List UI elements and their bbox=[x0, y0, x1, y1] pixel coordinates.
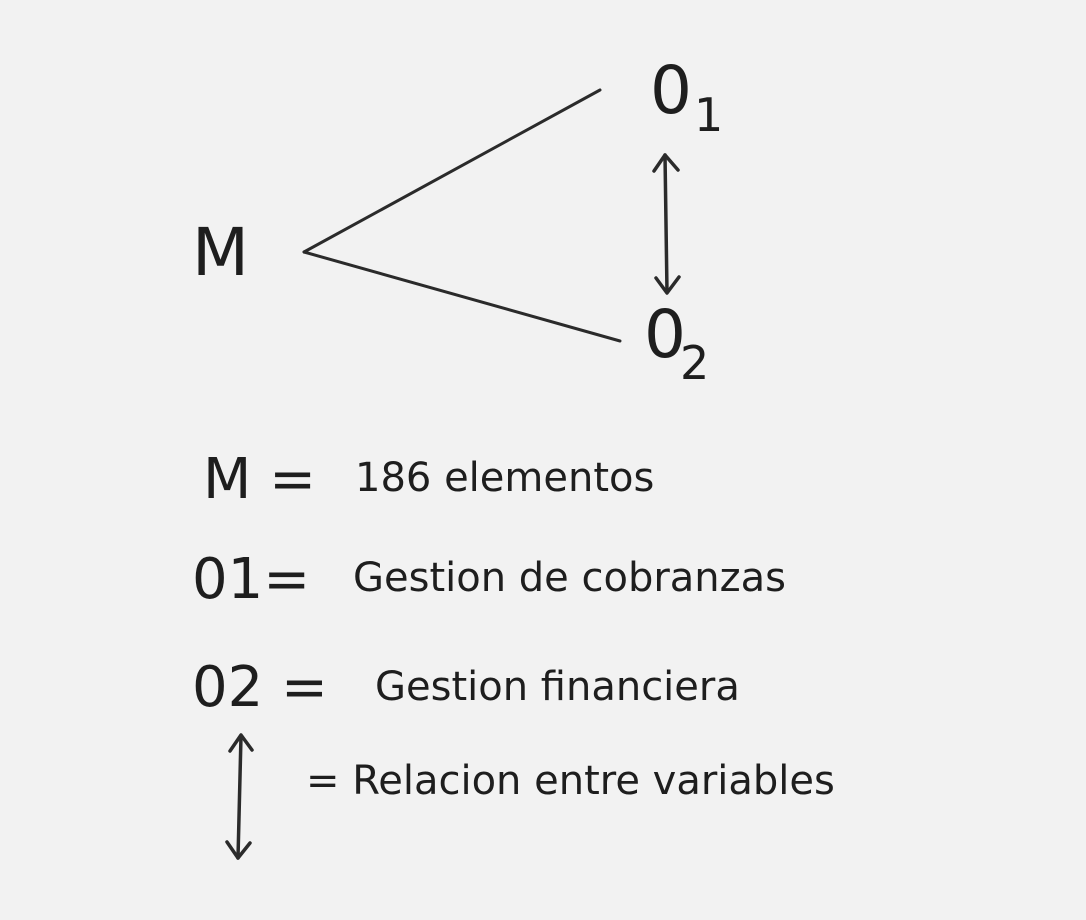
connector-m-o2 bbox=[302, 250, 622, 343]
node-m: M bbox=[192, 214, 249, 291]
legend-double-arrow-icon bbox=[225, 733, 254, 860]
relation-double-arrow bbox=[652, 153, 681, 295]
legend-o2-text: Gestion financiera bbox=[375, 664, 740, 710]
legend-o1-symbol: 01= bbox=[192, 547, 311, 612]
node-o1: 01 bbox=[650, 58, 723, 139]
node-o1-subscript: 1 bbox=[694, 88, 724, 142]
legend-m-text: 186 elementos bbox=[355, 455, 655, 501]
connector-m-o1 bbox=[302, 88, 602, 254]
legend-o2-symbol: 02 = bbox=[192, 655, 328, 720]
node-o2: 02 bbox=[644, 302, 715, 387]
legend-m-symbol: M = bbox=[203, 447, 317, 512]
node-o1-base: 0 bbox=[650, 52, 692, 129]
node-o2-subscript: 2 bbox=[680, 336, 710, 390]
legend-o1-text: Gestion de cobranzas bbox=[353, 555, 787, 601]
node-o2-base: 0 bbox=[644, 296, 686, 373]
legend-relation-text: = Relacion entre variables bbox=[306, 758, 835, 804]
